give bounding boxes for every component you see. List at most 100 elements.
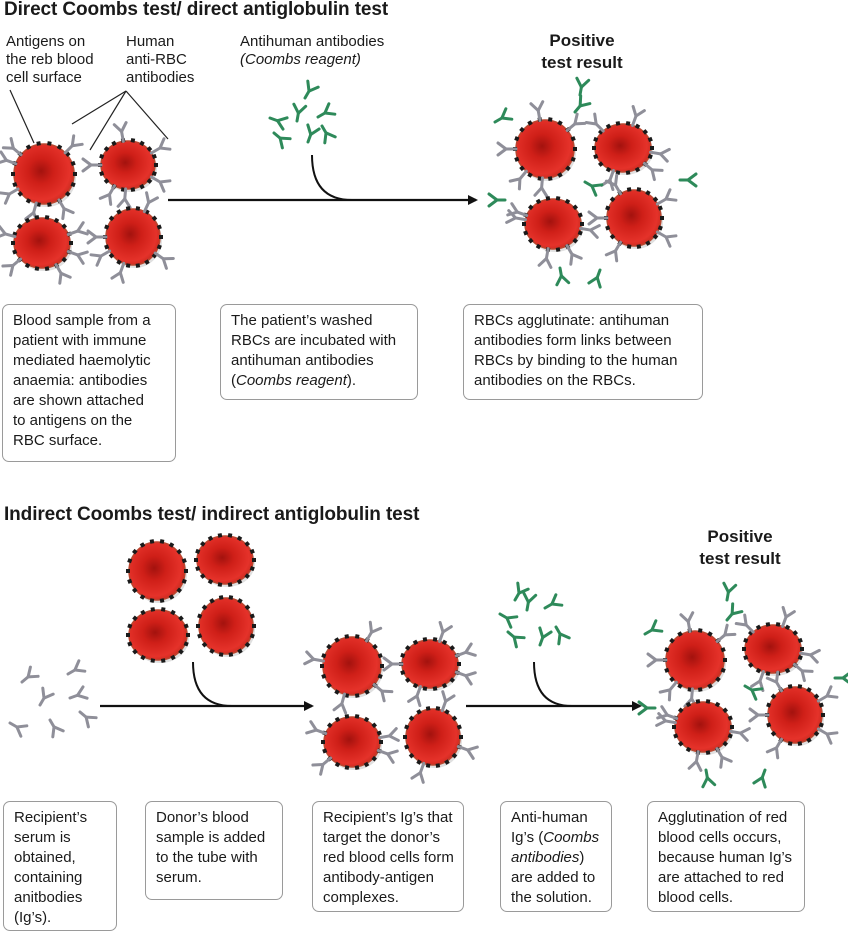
antibody-arm (382, 662, 394, 672)
antibody-arm (296, 104, 308, 115)
antibody-stem (792, 662, 804, 673)
antigen-marker (344, 634, 350, 639)
antigen-marker (664, 647, 670, 653)
antigen-marker (322, 748, 328, 754)
recipient-antibody (66, 659, 87, 676)
antibody-arm (657, 712, 668, 723)
coombs-antibody (506, 630, 526, 649)
merge-curve (311, 154, 353, 201)
antigen-marker (380, 664, 384, 668)
antibody-arm (679, 613, 690, 624)
antibody-arm (760, 776, 767, 789)
antibody-arm (0, 224, 7, 236)
antibody-arm (646, 658, 658, 668)
antibody-arm (26, 665, 32, 679)
recipient-antibody (20, 665, 40, 684)
antigen-marker (73, 172, 77, 176)
red-blood-cell (126, 539, 188, 603)
antigen-marker (183, 641, 189, 647)
antibody-arm (575, 76, 583, 89)
antibody-arm (73, 668, 87, 673)
antigen-marker (334, 637, 340, 643)
recipient-antibody (48, 718, 65, 739)
antibody-arm (573, 121, 587, 126)
human-antibody (765, 670, 783, 693)
antibody-arm (505, 615, 519, 620)
antigen-marker (457, 662, 461, 666)
antigen-marker (159, 598, 165, 603)
coombs-antibody (643, 619, 664, 636)
rbc-body (105, 208, 161, 266)
antigen-marker (24, 217, 31, 224)
coombs-antibody (522, 591, 538, 612)
antigen-marker (451, 715, 458, 722)
antigens-label-line: Antigens on (6, 33, 86, 50)
antigen-marker (207, 535, 214, 542)
antihuman-antibodies-text: Antihuman antibodies (240, 33, 385, 50)
antibody-stem (118, 261, 126, 275)
antibody-stem (32, 201, 38, 215)
direct-step-1-box: Blood sample from a patient with immune … (2, 304, 176, 462)
antibody-arm (305, 728, 318, 735)
antigen-marker (149, 598, 155, 603)
box-line: Blood sample from a (13, 312, 151, 329)
antigen-marker (535, 243, 542, 250)
antibody-arm (386, 749, 399, 756)
antibody-arm (323, 131, 328, 145)
indirect-step-2-box: Donor’s blood sample is added to the tub… (145, 801, 283, 900)
antigen-marker (199, 573, 206, 579)
antibody-arm (658, 688, 672, 694)
antibody-arm (123, 197, 132, 209)
antigen-marker (135, 206, 141, 211)
antigen-marker (580, 222, 584, 226)
antigen-marker (334, 689, 340, 695)
antigen-marker (697, 687, 703, 692)
antibody-arm (62, 207, 75, 215)
antigen-marker (139, 542, 146, 548)
human-antibody (454, 670, 477, 686)
antigen-marker (456, 724, 462, 730)
indirect-step-1-box: Recipient’s serum is obtained, containin… (3, 801, 117, 931)
antigen-marker (432, 686, 438, 691)
coombs-reagent-italic: Coombs reagent (236, 372, 347, 389)
human-antibody (584, 112, 605, 133)
antibody-arm (650, 168, 664, 172)
antibody-arm (584, 121, 598, 126)
human-antibody (332, 692, 348, 715)
antigen-marker (354, 634, 360, 639)
human-antibody (303, 650, 325, 666)
antibody-arm (507, 209, 518, 220)
human-antibody (604, 240, 622, 263)
antigen-marker (697, 628, 703, 633)
antibody-arm (522, 591, 530, 604)
antibody-arm (686, 178, 698, 188)
rbc-body (322, 636, 382, 696)
antigen-marker (150, 607, 156, 612)
rbc-body (198, 597, 254, 655)
antibody-stem (372, 683, 384, 693)
antigen-marker (11, 241, 15, 245)
antibody-arm (0, 191, 11, 196)
antigen-marker (821, 713, 825, 717)
antigen-marker (140, 654, 146, 661)
coombs-antibody (320, 124, 337, 145)
coombs-antibody (752, 768, 767, 789)
antigen-marker (127, 623, 133, 629)
antibody-arm (410, 771, 422, 780)
antigen-marker (244, 573, 251, 579)
antibody-arm (505, 616, 513, 629)
human-antibody (792, 662, 814, 683)
antigen-marker (626, 187, 632, 192)
human-antibody (565, 112, 587, 132)
antibody-arm (765, 676, 778, 684)
human-antibody (655, 188, 678, 206)
human-antibody (365, 620, 383, 643)
box-line: anaemia: antibodies (13, 372, 148, 389)
antigen-marker (755, 667, 762, 674)
antigen-marker (818, 722, 824, 728)
antigen-marker (572, 237, 579, 244)
antigen-marker (344, 714, 350, 719)
antigen-marker (727, 733, 733, 739)
antigen-marker (127, 558, 133, 564)
box-line: The patient’s washed (231, 312, 373, 329)
